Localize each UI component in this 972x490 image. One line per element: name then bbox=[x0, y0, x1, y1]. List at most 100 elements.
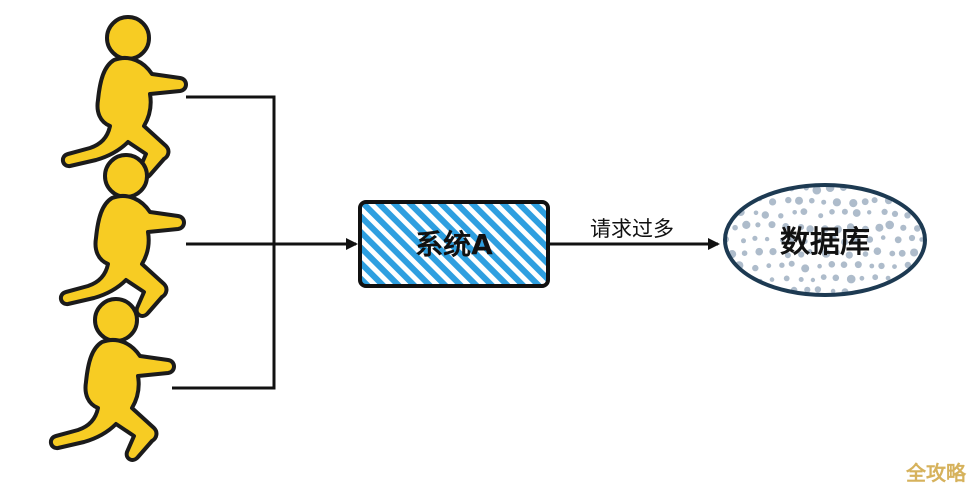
database-label: 数据库 bbox=[780, 225, 870, 260]
database-speckle bbox=[834, 249, 840, 256]
database-speckle bbox=[736, 289, 743, 295]
database-speckle bbox=[911, 274, 920, 284]
database-speckle bbox=[769, 198, 777, 206]
user-connectors bbox=[172, 95, 276, 390]
database-speckle bbox=[742, 220, 751, 229]
database-speckle bbox=[840, 261, 848, 269]
database-speckle bbox=[885, 275, 891, 281]
database-speckle bbox=[732, 224, 738, 231]
database-speckle bbox=[830, 288, 836, 294]
database-speckle bbox=[833, 225, 842, 234]
database-speckle bbox=[907, 288, 917, 295]
database-speckle bbox=[818, 213, 824, 219]
database-speckle bbox=[885, 220, 894, 230]
database-speckle bbox=[904, 212, 911, 219]
database-speckle bbox=[814, 286, 822, 293]
database-speckle bbox=[871, 197, 878, 204]
running-person-icon bbox=[58, 153, 186, 318]
database-speckle bbox=[762, 185, 771, 191]
database-speckle bbox=[908, 234, 916, 242]
database-speckle bbox=[854, 261, 862, 269]
database-speckle bbox=[894, 236, 902, 244]
database-speckle bbox=[792, 210, 797, 215]
database-speckle bbox=[910, 248, 919, 257]
database-speckle bbox=[914, 225, 921, 232]
database-speckle bbox=[804, 286, 811, 293]
database-speckle bbox=[924, 225, 925, 233]
database-speckle bbox=[852, 209, 861, 217]
database-speckle bbox=[728, 272, 737, 281]
user-runner-3 bbox=[48, 297, 176, 462]
database-speckle bbox=[755, 222, 761, 228]
database-speckle bbox=[797, 224, 805, 231]
database-speckle bbox=[807, 249, 813, 255]
database-speckle bbox=[875, 223, 884, 232]
database-speckle bbox=[926, 275, 934, 283]
database-speckle bbox=[845, 251, 853, 259]
watermark-text: 全攻略 bbox=[905, 461, 967, 485]
database-speckle bbox=[869, 263, 875, 269]
database-speckle bbox=[820, 274, 827, 280]
database-speckle bbox=[846, 274, 856, 284]
database-speckle bbox=[832, 274, 840, 282]
database-speckle bbox=[873, 247, 882, 255]
database-speckle bbox=[753, 210, 759, 216]
database-speckle bbox=[788, 234, 797, 242]
edge-label-too-many-requests: 请求过多 bbox=[590, 217, 674, 241]
database-speckle bbox=[841, 238, 849, 246]
database-speckle bbox=[821, 249, 831, 258]
database-speckle bbox=[769, 277, 775, 282]
database-speckle bbox=[821, 225, 829, 233]
database-speckle bbox=[783, 275, 790, 282]
database-speckle bbox=[905, 187, 911, 193]
database-speckle bbox=[761, 211, 769, 219]
database-speckle bbox=[784, 252, 791, 259]
database-speckle bbox=[817, 237, 825, 244]
database-speckle bbox=[882, 289, 891, 295]
database-speckle bbox=[898, 249, 906, 257]
database-speckle bbox=[810, 277, 816, 283]
database-speckle bbox=[801, 238, 808, 245]
database-speckle bbox=[919, 264, 925, 273]
database-speckle bbox=[846, 223, 855, 231]
database-speckle bbox=[795, 196, 803, 205]
user-runner-2 bbox=[58, 153, 186, 318]
database-speckle bbox=[725, 185, 731, 191]
database-speckle bbox=[768, 221, 776, 229]
database-speckle bbox=[817, 263, 822, 269]
database-speckle bbox=[866, 236, 874, 243]
running-person-icon bbox=[48, 297, 176, 462]
database-speckle bbox=[752, 235, 758, 241]
database-speckle bbox=[801, 264, 810, 273]
database-speckle bbox=[900, 224, 907, 231]
database-speckle bbox=[798, 251, 805, 258]
database-speckle bbox=[764, 288, 770, 295]
database-speckle bbox=[862, 251, 869, 257]
database-speckle bbox=[852, 235, 860, 242]
database-speckle bbox=[741, 250, 748, 256]
database-speckle bbox=[730, 196, 739, 205]
database-speckle bbox=[872, 274, 879, 281]
database-speckle bbox=[751, 291, 757, 295]
database-speckle bbox=[828, 261, 836, 268]
connector-user-3 bbox=[172, 244, 276, 390]
database-speckle bbox=[859, 275, 865, 281]
database-node[interactable]: 数据库 bbox=[723, 183, 934, 298]
database-speckle bbox=[910, 196, 917, 204]
database-speckle bbox=[809, 197, 815, 204]
system-a-node[interactable]: 系统A bbox=[358, 200, 550, 288]
database-speckle bbox=[861, 198, 869, 206]
database-speckle bbox=[904, 261, 912, 269]
database-speckle bbox=[806, 225, 814, 233]
database-speckle bbox=[766, 263, 772, 269]
database-speckle bbox=[918, 287, 925, 295]
database-speckle bbox=[779, 262, 785, 268]
database-speckle bbox=[862, 225, 869, 233]
database-speckle bbox=[741, 238, 746, 244]
database-speckle bbox=[830, 235, 837, 242]
database-speckle bbox=[880, 235, 886, 240]
database-speckle bbox=[745, 196, 751, 202]
database-speckle bbox=[725, 212, 732, 220]
